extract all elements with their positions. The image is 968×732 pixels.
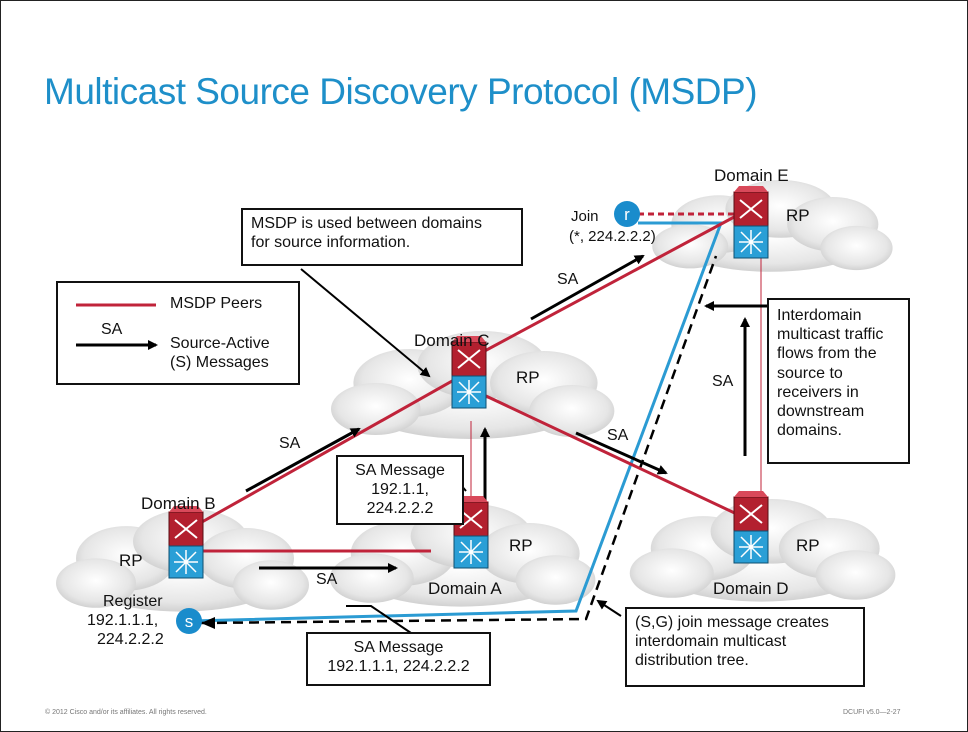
join-label: Join — [571, 208, 599, 225]
callout-sa-message-c: SA Message 192.1.1, 224.2.2.2 — [336, 455, 464, 525]
rp-label-a: RP — [509, 536, 533, 555]
legend-sa: SA — [101, 321, 123, 338]
sg-join-path — [200, 255, 718, 625]
domain-d-label: Domain D — [713, 579, 789, 598]
rp-label-c: RP — [516, 368, 540, 387]
domain-e-label: Domain E — [714, 166, 789, 185]
rp-label-d: RP — [796, 536, 820, 555]
sa-label-b-c: SA — [279, 435, 301, 452]
rp-label-e: RP — [786, 206, 810, 225]
page-title: Multicast Source Discovery Protocol (MSD… — [44, 71, 758, 112]
sa-label-c-e: SA — [557, 271, 579, 288]
router-domain-d — [733, 490, 769, 564]
sa-arrows — [245, 254, 771, 617]
receiver-host-icon — [614, 201, 640, 227]
sa-label-d-e: SA — [712, 373, 734, 390]
rp-label-b: RP — [119, 551, 143, 570]
callout-sa-message-b: SA Message 192.1.1.1, 224.2.2.2 — [306, 632, 491, 686]
register-label: Register — [103, 593, 163, 610]
legend: MSDP Peers SA Source-Active (S) Messages — [56, 281, 300, 385]
callout-msdp-used: MSDP is used between domains for source … — [241, 208, 523, 266]
router-domain-b — [168, 505, 204, 579]
receiver-letter: r — [624, 205, 630, 224]
msdp-peer-lines — [185, 212, 742, 553]
domain-b-label: Domain B — [141, 494, 216, 513]
source-letter: s — [185, 612, 194, 631]
legend-msdp-peers: MSDP Peers — [170, 295, 263, 312]
sa-label-c-d: SA — [607, 427, 629, 444]
register-group: 224.2.2.2 — [97, 631, 164, 648]
footer-copyright: © 2012 Cisco and/or its affiliates. All … — [45, 709, 207, 716]
footer-slide-id: DCUFI v5.0—2-27 — [843, 709, 901, 716]
domain-c-label: Domain C — [414, 331, 490, 350]
legend-source-active: Source-Active — [170, 335, 270, 352]
distribution-tree-line — [190, 221, 724, 623]
source-host-icon — [176, 608, 202, 634]
callout-sg-join: (S,G) join message creates interdomain m… — [625, 607, 865, 687]
callout-interdomain: Interdomain multicast traffic flows from… — [767, 298, 910, 464]
register-source: 192.1.1.1, — [87, 612, 159, 629]
domain-e-cloud — [652, 180, 893, 272]
sa-label-b-a: SA — [316, 571, 338, 588]
domain-a-label: Domain A — [428, 579, 502, 598]
join-group-label: (*, 224.2.2.2) — [569, 228, 656, 245]
router-domain-e — [733, 185, 769, 259]
legend-messages: (S) Messages — [170, 354, 269, 371]
